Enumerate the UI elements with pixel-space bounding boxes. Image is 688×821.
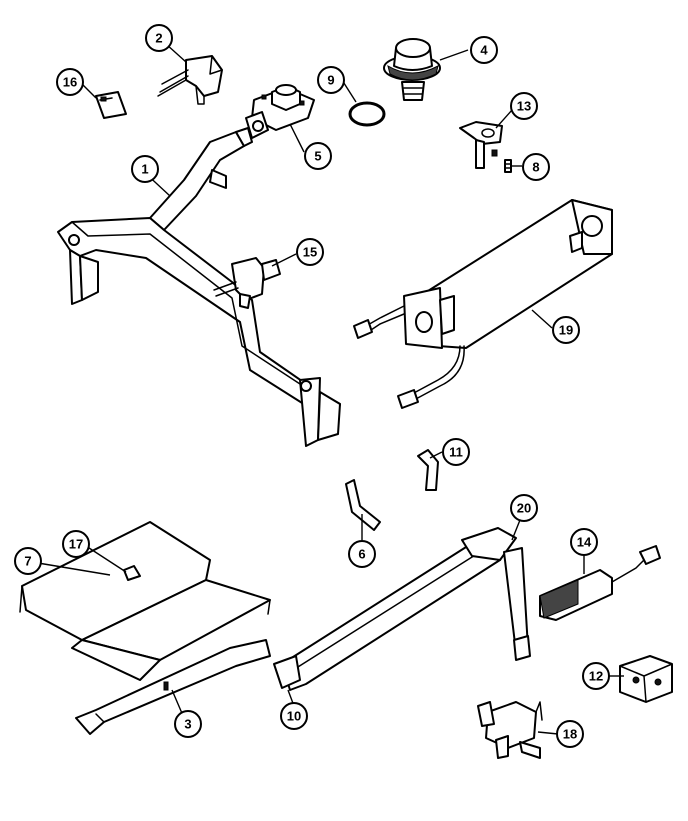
part-10-20-bracket (273, 527, 531, 691)
svg-text:10: 10 (287, 709, 301, 724)
part-18-valve (477, 701, 543, 759)
callout-2: 2 (145, 24, 173, 52)
svg-text:6: 6 (358, 547, 365, 562)
svg-text:5: 5 (314, 149, 321, 164)
callout-13: 13 (510, 92, 538, 120)
callout-9: 9 (317, 66, 345, 94)
callout-15: 15 (296, 238, 324, 266)
svg-text:13: 13 (517, 99, 531, 114)
callout-10: 10 (280, 702, 308, 730)
svg-text:15: 15 (303, 245, 317, 260)
callout-11: 11 (442, 438, 470, 466)
callout-17: 17 (62, 530, 90, 558)
part-12-block (619, 655, 673, 703)
part-13-bracket (459, 121, 503, 169)
part-15-valve (213, 257, 281, 309)
callout-14: 14 (570, 528, 598, 556)
callout-19: 19 (552, 316, 580, 344)
part-3-rail (75, 639, 271, 735)
part-19-rear-bracket (353, 199, 613, 409)
svg-text:9: 9 (327, 73, 334, 88)
svg-text:18: 18 (563, 727, 577, 742)
callout-5: 5 (304, 142, 332, 170)
svg-text:7: 7 (24, 554, 31, 569)
svg-text:11: 11 (449, 445, 463, 460)
svg-text:4: 4 (480, 43, 488, 58)
svg-text:16: 16 (63, 75, 77, 90)
callout-6: 6 (348, 540, 376, 568)
svg-text:8: 8 (532, 160, 539, 175)
callout-18: 18 (556, 720, 584, 748)
svg-text:20: 20 (517, 501, 531, 516)
leader-lines (37, 43, 624, 735)
callout-4: 4 (470, 36, 498, 64)
part-6-tube (345, 479, 381, 531)
part-16-clip (95, 91, 127, 119)
part-11-tube (417, 449, 439, 491)
callout-16: 16 (56, 68, 84, 96)
callout-12: 12 (582, 662, 610, 690)
part-7-shield (19, 521, 271, 681)
svg-text:17: 17 (69, 537, 83, 552)
part-14-module (539, 545, 661, 621)
callout-7: 7 (14, 547, 42, 575)
svg-text:3: 3 (184, 717, 191, 732)
part-9-o-ring (348, 101, 386, 127)
svg-text:12: 12 (589, 669, 603, 684)
part-2-igniter-switch (157, 55, 223, 105)
svg-text:2: 2 (155, 31, 162, 46)
svg-text:1: 1 (141, 162, 148, 177)
part-8-screw (504, 159, 512, 173)
callout-1: 1 (131, 155, 159, 183)
callout-3: 3 (174, 710, 202, 738)
callout-8: 8 (522, 153, 550, 181)
part-4-burner (383, 38, 441, 101)
svg-text:19: 19 (559, 323, 573, 338)
part-5-regulator (245, 84, 315, 139)
svg-text:14: 14 (577, 535, 592, 550)
part-1-manifold (57, 127, 341, 447)
callout-20: 20 (510, 494, 538, 522)
